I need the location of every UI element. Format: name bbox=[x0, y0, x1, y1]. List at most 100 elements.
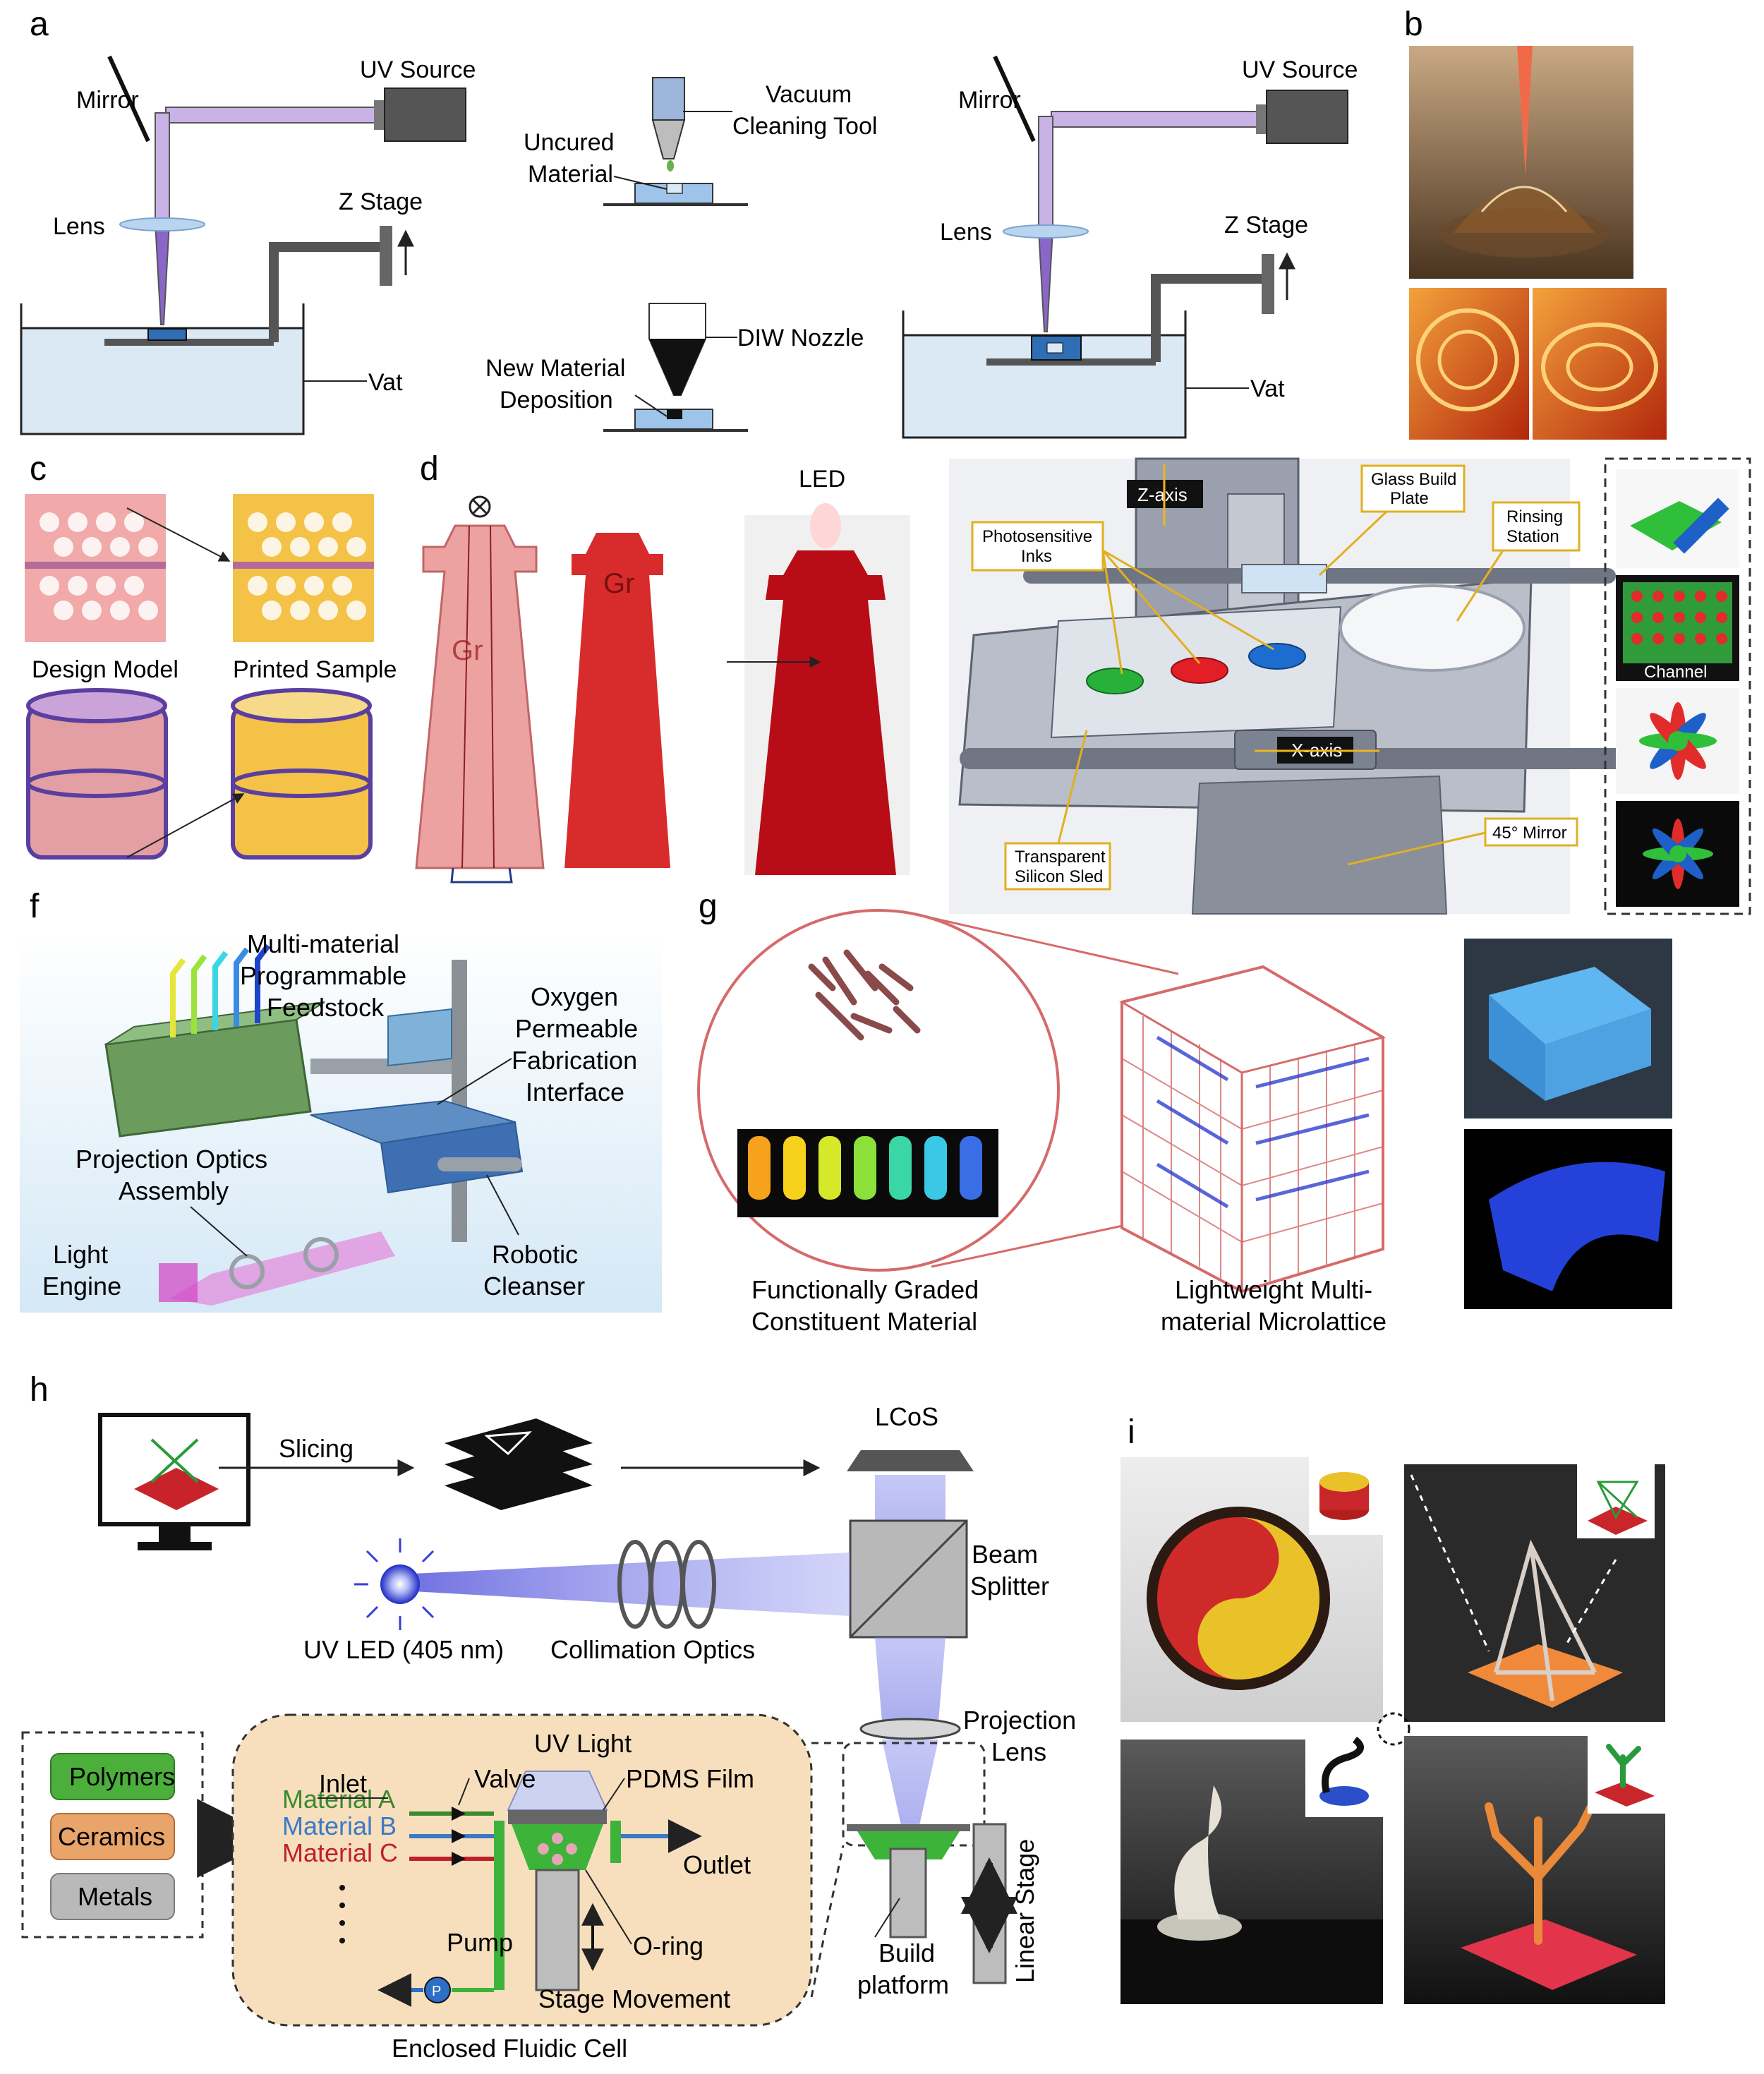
beam-label-1: Beam bbox=[972, 1540, 1038, 1569]
diw-nozzle-label: DIW Nozzle bbox=[737, 325, 864, 351]
uv-beam-vertical-left bbox=[155, 112, 170, 223]
enclosed-label: Enclosed Fluidic Cell bbox=[392, 2034, 627, 2063]
lens-right-label: Lens bbox=[940, 219, 992, 246]
results-dashed-box bbox=[1604, 457, 1751, 915]
panel-letter-b: b bbox=[1404, 6, 1423, 43]
panel-e: e Z-axis X-axis Glass Build Plate Rinsin… bbox=[949, 450, 1751, 915]
microlattice bbox=[1119, 965, 1386, 1294]
material-b-label: Material B bbox=[282, 1811, 397, 1840]
pump bbox=[424, 1977, 451, 2003]
z-stage-left bbox=[380, 226, 392, 286]
panel-c: c Design Model Printed Sample bbox=[25, 450, 397, 860]
rinsing-dish bbox=[1339, 584, 1526, 672]
build-platform-rod bbox=[889, 1847, 927, 1939]
light-label-2: Engine bbox=[42, 1272, 121, 1301]
robot-label-2: Cleanser bbox=[483, 1272, 585, 1301]
lens-right bbox=[1003, 224, 1089, 239]
cell-resin bbox=[512, 1824, 603, 1870]
uncured-label-1: Uncured bbox=[524, 129, 615, 156]
z-stage-arm-right bbox=[1151, 274, 1263, 362]
oxygen-label-1: Oxygen bbox=[531, 982, 618, 1011]
oxygen-label-3: Fabrication bbox=[512, 1046, 637, 1075]
linear-stage-label: Linear Stage bbox=[1010, 1839, 1039, 1983]
callout-45-mirror bbox=[1484, 817, 1578, 847]
projection-lens bbox=[859, 1718, 961, 1740]
projection-label-1: Projection bbox=[963, 1706, 1076, 1735]
pdms-label: PDMS Film bbox=[626, 1764, 754, 1793]
callout-photosensitive-inks bbox=[971, 521, 1104, 572]
z-stage-arm-left bbox=[269, 242, 381, 342]
hex-pattern-top bbox=[40, 512, 366, 620]
stage-movement-label: Stage Movement bbox=[538, 1984, 730, 2013]
printed-tower bbox=[564, 533, 670, 868]
oxygen-label-2: Permeable bbox=[515, 1014, 638, 1043]
panel-d: d Gr Gr LED bbox=[415, 450, 910, 884]
zoom-marker bbox=[1377, 1712, 1410, 1746]
mirror-housing bbox=[1191, 775, 1448, 915]
printed-sample-label: Printed Sample bbox=[233, 656, 397, 683]
graded-label-1: Functionally Graded bbox=[751, 1275, 979, 1304]
design-model-bottom bbox=[26, 688, 168, 860]
led-glow bbox=[810, 503, 841, 548]
build-platform-left bbox=[104, 339, 274, 346]
coral-base bbox=[1461, 1919, 1637, 1990]
robot-label-1: Robotic bbox=[492, 1240, 578, 1269]
oring-label: O-ring bbox=[633, 1931, 703, 1960]
z-stage-right-label: Z Stage bbox=[1224, 212, 1308, 239]
vacuum-tool bbox=[652, 77, 685, 121]
led-tower bbox=[755, 550, 896, 875]
callout-silicon-sled bbox=[1004, 842, 1111, 891]
ink-green bbox=[1086, 668, 1144, 694]
new-material-label-2: Deposition bbox=[500, 387, 613, 414]
lattice-label-2: material Microlattice bbox=[1161, 1307, 1387, 1336]
fluidic-cell bbox=[231, 1713, 813, 2027]
slicing-label: Slicing bbox=[279, 1434, 354, 1463]
proj-label-2: Assembly bbox=[119, 1176, 229, 1205]
callout-rinsing-station bbox=[1492, 501, 1581, 552]
build-platform-right bbox=[986, 358, 1156, 366]
mirror-right bbox=[993, 55, 1036, 143]
panel-letter-h: h bbox=[30, 1371, 49, 1409]
design-model-tower bbox=[415, 524, 545, 869]
polymers-label: Polymers bbox=[69, 1762, 175, 1791]
z-stage-right bbox=[1262, 254, 1274, 314]
resin-vat bbox=[857, 1831, 960, 1859]
lcos-label: LCoS bbox=[875, 1402, 938, 1431]
lattice-label-1: Lightweight Multi- bbox=[1175, 1275, 1372, 1304]
panel-a: a Mirror UV Source Lens Z Stage Vat bbox=[20, 6, 1358, 439]
ceramics-chip bbox=[50, 1813, 175, 1860]
uv-source-left-label: UV Source bbox=[360, 56, 476, 83]
multi-label-2: Programmable bbox=[240, 961, 406, 990]
collimation-optics bbox=[617, 1540, 716, 1629]
metals-chip bbox=[50, 1873, 175, 1920]
sla-setup-right: Mirror UV Source Lens Z Stage Vat bbox=[902, 55, 1358, 439]
z-axis-label: Z-axis bbox=[1137, 484, 1188, 505]
vacuum-label-1: Vacuum bbox=[766, 81, 852, 108]
printed-sample-bottom bbox=[231, 688, 373, 860]
sled-label-1: Transparent bbox=[1015, 848, 1106, 867]
metals-label: Metals bbox=[78, 1882, 152, 1911]
proj-label-1: Projection Optics bbox=[75, 1145, 267, 1174]
rinsing-label-1: Rinsing bbox=[1506, 507, 1563, 526]
tetra-base bbox=[1468, 1644, 1623, 1708]
uv-beam-horizontal-left bbox=[165, 107, 382, 123]
oxygen-label-4: Interface bbox=[526, 1078, 624, 1107]
mirror-right-label: Mirror bbox=[958, 87, 1021, 114]
mirror45-label: 45° Mirror bbox=[1492, 824, 1567, 843]
photo-label-1: Photosensitive bbox=[982, 527, 1092, 546]
panel-letter-d: d bbox=[420, 450, 439, 488]
light-label-1: Light bbox=[53, 1240, 108, 1269]
polymers-chip bbox=[50, 1753, 175, 1800]
sla-setup-left: Mirror UV Source Lens Z Stage Vat bbox=[20, 55, 476, 435]
light-path bbox=[169, 1231, 395, 1306]
uv-led-label: UV LED (405 nm) bbox=[303, 1635, 504, 1664]
multi-label-3: Feedstock bbox=[267, 993, 385, 1022]
beam-label-2: Splitter bbox=[970, 1572, 1049, 1600]
panel-letter-c: c bbox=[30, 450, 47, 488]
glass-build-plate bbox=[1241, 564, 1327, 593]
lamp-symbol bbox=[469, 495, 491, 518]
vacuum-label-2: Cleaning Tool bbox=[732, 113, 877, 140]
ink-blue bbox=[1248, 643, 1306, 670]
photo-spiral-left bbox=[1409, 288, 1529, 440]
